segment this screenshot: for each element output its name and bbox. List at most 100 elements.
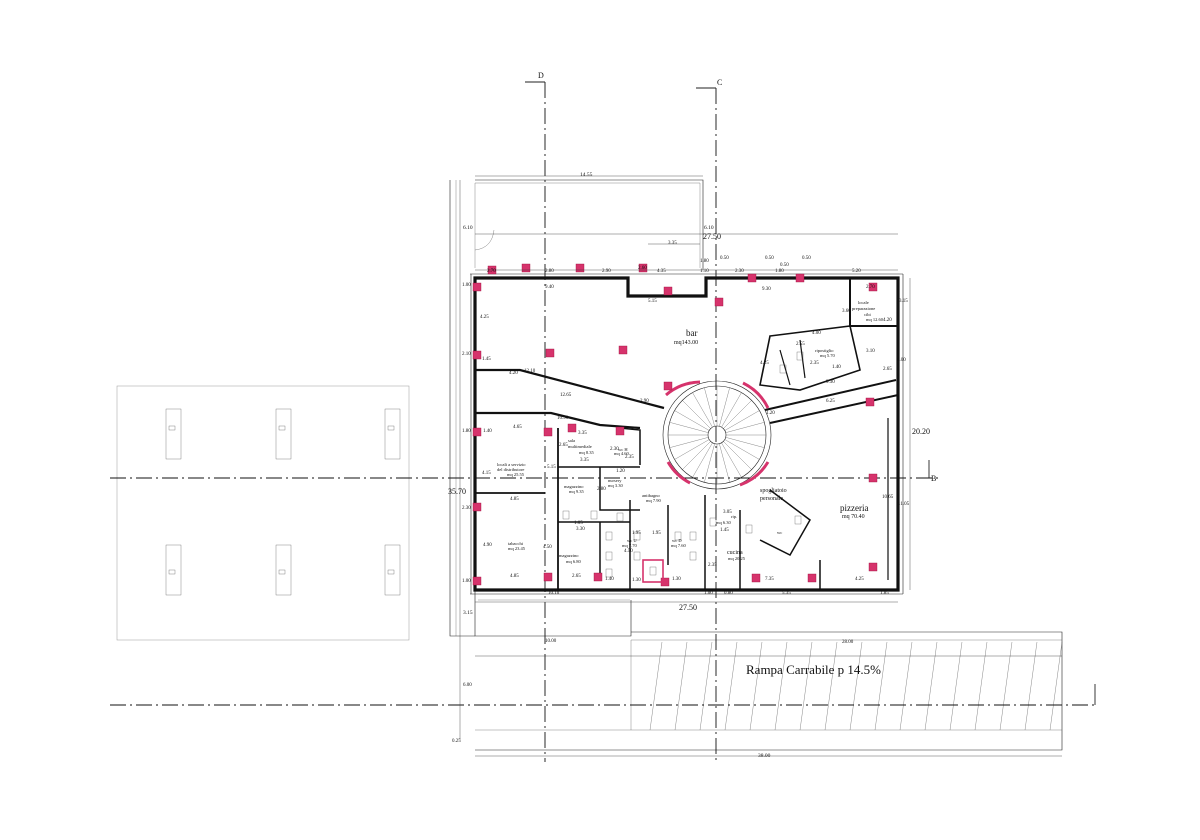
column-marker [751, 573, 761, 583]
stair-tread [674, 439, 710, 460]
column-marker [472, 282, 482, 292]
column-marker [567, 423, 577, 433]
dim-rb-15: 11.05 [898, 502, 910, 507]
stair-tread [669, 437, 709, 448]
room-magazzino1-name: magazzino [564, 484, 584, 489]
dim-ll-15: 5.35 [782, 591, 791, 596]
dim-rb-5: 4.00 [812, 331, 821, 336]
dim-misc-6: 2.35 [708, 563, 717, 568]
column-marker [575, 263, 585, 273]
stair-tread [721, 392, 742, 428]
dim-rb-14: 10.65 [882, 495, 894, 500]
column-marker [618, 345, 628, 355]
dim-rb-8: 2.65 [883, 367, 892, 372]
dim-ll-16: 4.25 [855, 577, 864, 582]
dim-misc-11: 5.15 [547, 465, 556, 470]
ramp-hatch-line [774, 641, 788, 731]
dim-ramp-offset: 10.00 [545, 639, 557, 644]
interior-walls [475, 278, 899, 590]
dim-bar-1: 12.10 [524, 369, 536, 374]
dim-ll-14: 7.35 [765, 577, 774, 582]
dim-left-7: 2.30 [462, 506, 471, 511]
room-magazzino2-name: magazzino [559, 553, 579, 558]
column-marker [543, 572, 553, 582]
column-marker [593, 572, 603, 582]
dim-misc-3: 2.65 [559, 443, 568, 448]
stair-tread [682, 400, 711, 429]
dim-terrace-depth: 6.10 [463, 225, 473, 231]
dim-ll-5: 10.10 [548, 591, 560, 596]
dim-bar-2: 12.65 [560, 393, 572, 398]
dim-top-3: 2.60 [638, 266, 647, 271]
dim-overall-left: 35.70 [448, 487, 466, 496]
stair-tread [719, 443, 730, 483]
room-magazzino2-area: mq 6.80 [566, 559, 582, 564]
room-spogliatoio-name1: spogliatoio [760, 488, 787, 494]
dim-small-5: 0.50 [780, 263, 789, 268]
dim-rb-1: 3.60 [842, 309, 851, 314]
dim-rb-6: 2.55 [796, 342, 805, 347]
dim-ll-17: 1.85 [880, 591, 889, 596]
column-marker [868, 473, 878, 483]
dim-left-1: 4.25 [480, 315, 489, 320]
dim-top-6: 1.80 [775, 269, 784, 274]
dim-ll-11: 1.30 [672, 577, 681, 582]
room-nursery-area: mq 3.30 [608, 483, 624, 488]
dim-misc-0: 2.30 [610, 447, 619, 452]
dim-left-0: 1.00 [462, 283, 471, 288]
dim-terrace-depth-b: 6.10 [704, 225, 714, 231]
column-marker [714, 297, 724, 307]
dim-rb-11: 1.40 [832, 365, 841, 370]
room-sala-name2: multimediale [568, 444, 592, 449]
room-antibagno-name: antibagno [642, 493, 660, 498]
room-locali-name2: del distributore [497, 467, 524, 472]
section-label-c: C [717, 78, 722, 87]
room-tabacchi-name: tabacchi [508, 541, 524, 546]
ramp-hatch-line [1049, 641, 1063, 731]
room-rip-area: mq 6.30 [716, 520, 732, 525]
dim-misc-9: 1.95 [652, 531, 661, 536]
dim-misc-2: 2.35 [625, 455, 634, 460]
dim-ll-13: 0.80 [724, 591, 733, 596]
dim-rb-3: 3.15 [899, 299, 908, 304]
ramp-hatch-line [824, 641, 838, 731]
dim-rb-2: 4.20 [883, 318, 892, 323]
column-marker [472, 502, 482, 512]
dim-misc-4: 3.35 [580, 458, 589, 463]
column-marker [807, 573, 817, 583]
dim-ll-9: 1.40 [605, 577, 614, 582]
stair-tread [723, 441, 752, 470]
dim-small-1: 1.80 [700, 259, 709, 264]
room-magazzino1-area: mq 9.35 [569, 489, 585, 494]
room-wch-area: mq 4.60 [614, 451, 630, 456]
dim-ll-7: 1.05 [574, 521, 583, 526]
column-marker [747, 273, 757, 283]
stair-tread [704, 443, 715, 483]
dim-rb-10: 2.35 [810, 361, 819, 366]
section-label-d: D [538, 71, 544, 80]
room-sala-area: mq 8.35 [579, 450, 595, 455]
dim-top-5: 2.30 [735, 269, 744, 274]
room-spogliatoio-name2: personale [760, 496, 783, 502]
dim-ll-18: 4.50 [543, 545, 552, 550]
room-ripostiglio-name: ripostiglio [815, 348, 834, 353]
dim-terrace-width: 14.55 [580, 172, 593, 178]
dim-left-6: 4.15 [482, 471, 491, 476]
dim-small-4: 0.50 [802, 256, 811, 261]
room-labels: bar mq143.00 pizzeria mq 70.40 sala mult… [497, 300, 884, 564]
room-rip-name: rip. [731, 514, 737, 519]
dim-left-9: 4.90 [483, 543, 492, 548]
dim-top-7: 5.20 [852, 269, 861, 274]
room-tabacchi-area: mq 23.45 [508, 546, 526, 551]
room-nursery-name: nursery [608, 478, 622, 483]
room-cucina-area: mq 20.25 [728, 556, 746, 561]
ramp-hatch-line [1024, 641, 1038, 731]
ramp-hatch-line [949, 641, 963, 731]
dim-ll-4: 4.85 [510, 574, 519, 579]
ramp-hatch-line [674, 641, 688, 731]
column-marker [865, 397, 875, 407]
dim-ramp-side: 6.00 [463, 683, 472, 688]
dim-left-2: 2.10 [462, 352, 471, 357]
dimension-labels: 14.55 6.10 6.10 27.50 27.50 35.70 20.20 … [448, 172, 930, 759]
dim-bar-0: 4.20 [509, 371, 518, 376]
